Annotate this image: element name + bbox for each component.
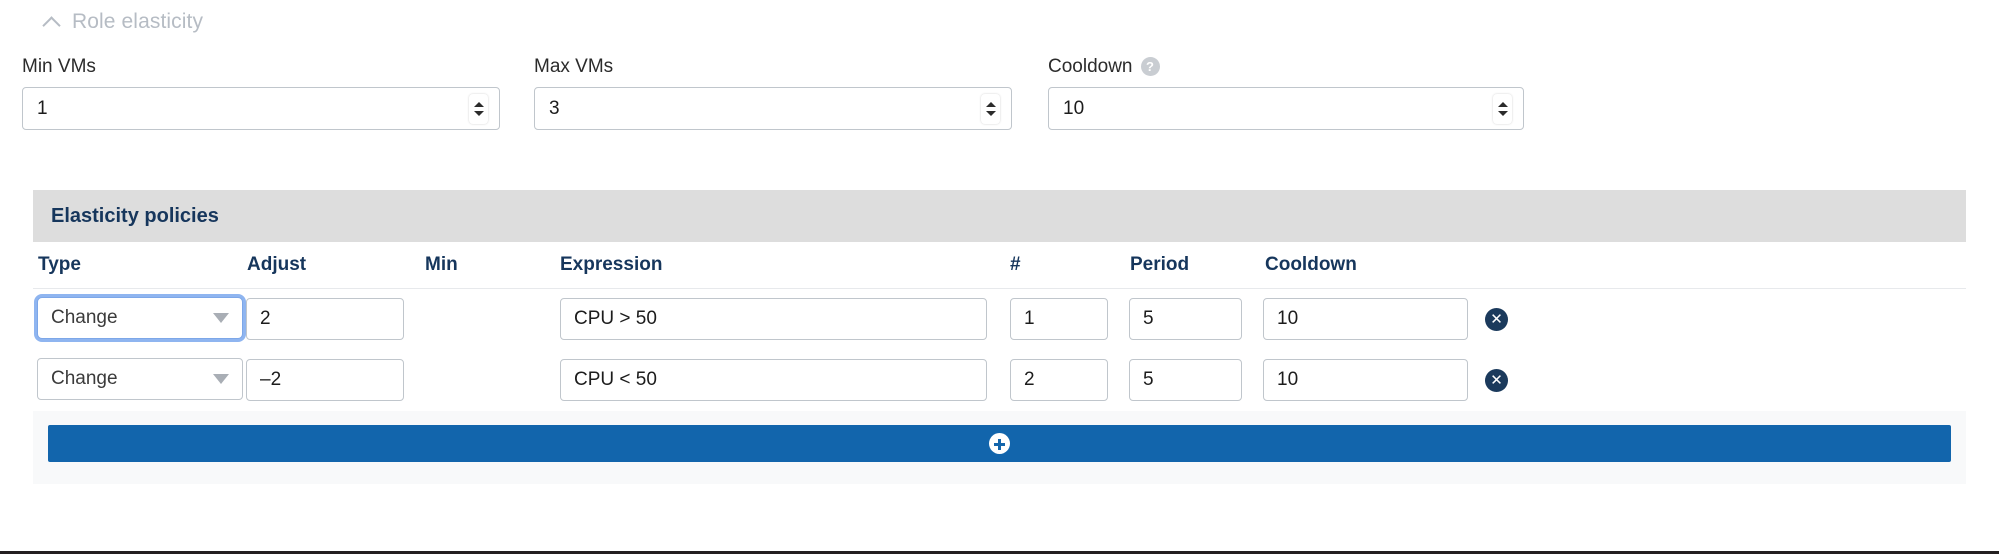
stepper-down-icon[interactable] (1497, 110, 1508, 116)
add-policy-footer (33, 411, 1966, 484)
policy-cooldown-input[interactable]: 10 (1263, 359, 1468, 401)
table-row: Change 2 CPU > 50 1 5 10 ✕ (33, 289, 1966, 350)
policy-type-select[interactable]: Change (37, 297, 243, 339)
stepper-down-icon[interactable] (985, 110, 996, 116)
policy-adjust-input[interactable]: 2 (246, 298, 404, 340)
max-vms-stepper[interactable] (981, 93, 1000, 124)
add-policy-button[interactable] (48, 425, 1951, 462)
column-header-expression: Expression (560, 254, 663, 275)
stepper-up-icon[interactable] (985, 101, 996, 107)
min-vms-label: Min VMs (22, 55, 96, 77)
panel-title: Elasticity policies (33, 190, 1966, 242)
chevron-down-icon[interactable] (213, 313, 229, 323)
policy-cooldown-input[interactable]: 10 (1263, 298, 1468, 340)
help-circle-icon[interactable]: ? (1140, 57, 1160, 76)
cooldown-value: 10 (1063, 97, 1085, 119)
column-header-adjust: Adjust (247, 254, 307, 275)
chevron-down-icon[interactable] (213, 374, 229, 384)
cooldown-stepper[interactable] (1493, 93, 1512, 124)
column-header-period: Period (1130, 254, 1190, 275)
field-max-vms: Max VMs 3 (534, 55, 1012, 130)
close-circle-icon[interactable]: ✕ (1485, 308, 1508, 331)
policy-count-input[interactable]: 1 (1010, 298, 1108, 340)
max-vms-label: Max VMs (534, 55, 614, 77)
min-vms-input[interactable]: 1 (22, 87, 500, 130)
section-title: Role elasticity (72, 10, 204, 33)
policy-type-value: Change (51, 307, 118, 328)
policy-type-value: Change (51, 368, 118, 389)
policy-period-input[interactable]: 5 (1129, 298, 1242, 340)
field-min-vms: Min VMs 1 (22, 55, 500, 130)
column-header-min: Min (425, 254, 458, 275)
chevron-up-icon[interactable] (44, 14, 61, 31)
column-header-cooldown: Cooldown (1265, 254, 1357, 275)
policy-expression-input[interactable]: CPU > 50 (560, 298, 987, 340)
min-vms-stepper[interactable] (469, 93, 488, 124)
plus-circle-icon (989, 433, 1010, 454)
cooldown-label: Cooldown (1048, 55, 1133, 77)
close-circle-icon[interactable]: ✕ (1485, 369, 1508, 392)
elasticity-policies-panel: Elasticity policies Type Adjust Min Expr… (33, 190, 1966, 484)
stepper-down-icon[interactable] (473, 110, 484, 116)
column-header-type: Type (38, 254, 81, 275)
stepper-up-icon[interactable] (1497, 101, 1508, 107)
cooldown-input[interactable]: 10 (1048, 87, 1524, 130)
min-vms-value: 1 (37, 97, 48, 119)
field-cooldown: Cooldown ? 10 (1048, 55, 1524, 130)
stepper-up-icon[interactable] (473, 101, 484, 107)
table-row: Change –2 CPU < 50 2 5 10 ✕ (33, 350, 1966, 411)
max-vms-value: 3 (549, 97, 560, 119)
max-vms-input[interactable]: 3 (534, 87, 1012, 130)
policy-type-select[interactable]: Change (37, 358, 243, 400)
cooldown-label-wrap: Cooldown ? (1048, 55, 1524, 78)
column-header-count: # (1010, 254, 1021, 275)
policy-expression-input[interactable]: CPU < 50 (560, 359, 987, 401)
policy-adjust-input[interactable]: –2 (246, 359, 404, 401)
policies-table-header: Type Adjust Min Expression # Period Cool… (33, 242, 1966, 289)
policy-count-input[interactable]: 2 (1010, 359, 1108, 401)
policy-period-input[interactable]: 5 (1129, 359, 1242, 401)
section-header-role-elasticity[interactable]: Role elasticity (44, 10, 203, 34)
